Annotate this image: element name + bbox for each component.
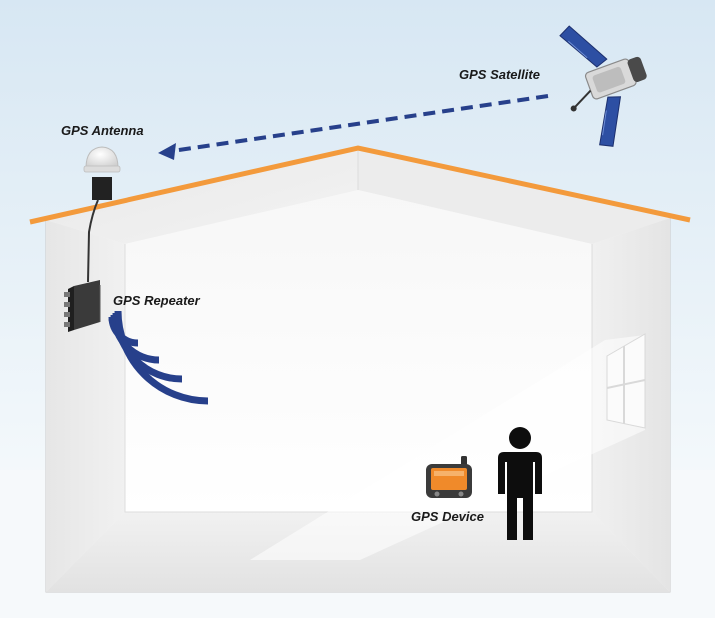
- antenna-icon: [83, 146, 121, 200]
- window-light-beam: [250, 335, 645, 560]
- satellite-icon: [559, 25, 647, 147]
- signal-waves: [108, 310, 209, 405]
- satellite-signal-path: [171, 94, 549, 153]
- gps-device-icon: [426, 456, 472, 498]
- roof-line: [29, 145, 691, 225]
- satellite-label: GPS Satellite: [459, 67, 540, 82]
- antenna-cable: [87, 199, 99, 283]
- ceiling-left: [46, 148, 358, 244]
- window-icon: [606, 333, 646, 429]
- device-label: GPS Device: [411, 509, 484, 524]
- person-icon: [498, 427, 542, 540]
- repeater-label: GPS Repeater: [113, 293, 200, 308]
- signal-arrow-head: [158, 143, 176, 160]
- repeater-icon: [64, 280, 101, 332]
- antenna-label: GPS Antenna: [61, 123, 144, 138]
- ceiling-right: [358, 148, 670, 244]
- signal-wave-5: [114, 310, 209, 405]
